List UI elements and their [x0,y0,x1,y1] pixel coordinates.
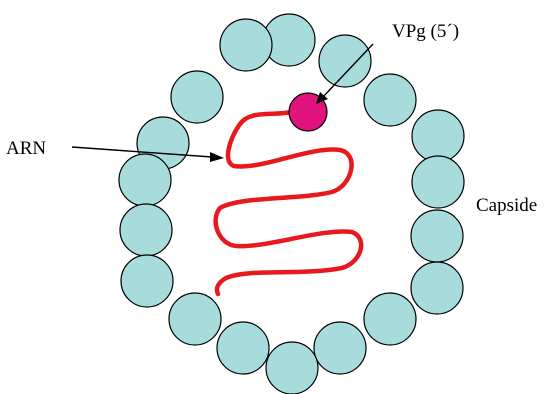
capsomere [412,156,464,208]
capsomere [364,293,416,345]
capsomere [119,154,171,206]
capsomere [411,210,463,262]
capsomere [411,262,463,314]
capsomere [220,19,272,71]
capsomere [314,322,366,374]
capsomere [169,293,221,345]
arn-label: ARN [6,138,46,159]
capsid-ring [119,14,464,394]
capsomere [121,255,173,307]
capsomere [364,74,416,126]
capsomere [266,342,318,394]
rna-strand [216,110,362,294]
capsomere [217,322,269,374]
capsomere [319,35,371,87]
vpg-label: VPg (5´) [392,21,459,42]
capsomere [171,71,223,123]
capsid-label: Capside [476,195,537,216]
capsomere [120,204,172,256]
capsomere [412,110,464,162]
